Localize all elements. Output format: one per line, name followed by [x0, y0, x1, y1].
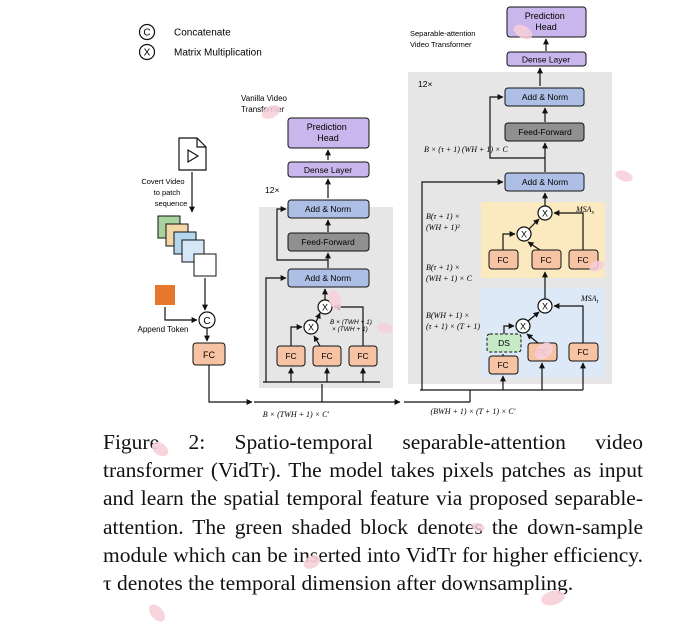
- concat-legend-symbol: C: [143, 28, 150, 39]
- msa-s-label: MSAs: [575, 205, 595, 216]
- vanilla-fc-label-2: FC: [321, 351, 332, 361]
- msa-t-matmul-left-icon: [515, 318, 531, 334]
- separable-pred-head-line: Head: [535, 22, 557, 32]
- append-token-label: Append Token: [137, 325, 188, 334]
- video-label-line: to patch: [154, 188, 181, 197]
- msa-t-name: MSA: [580, 294, 597, 303]
- vanilla-addnorm-top-box: [287, 199, 370, 219]
- vanilla-matmul-left-symbol: X: [308, 323, 314, 333]
- legend: C Concatenate X Matrix Multiplication: [138, 23, 262, 61]
- separable-addnorm-mid-label: Add & Norm: [522, 177, 568, 187]
- separable-ff-label: Feed-Forward: [518, 127, 572, 137]
- architecture-diagram: C Concatenate X Matrix Multiplication Co…: [137, 6, 612, 419]
- vanilla-attn-dim-line: B × (TWH + 1): [330, 319, 372, 326]
- msa-s-out-dim-line: B(τ + 1) ×: [426, 263, 460, 272]
- vanilla-pred-head-line: Head: [317, 133, 339, 143]
- msa-s-fc-label-3: FC: [577, 255, 588, 265]
- vanilla-addnorm-top-label: Add & Norm: [305, 204, 351, 214]
- msa-t-matmul-top-symbol: X: [542, 302, 548, 312]
- msa-t-fc-label-2: FC: [536, 347, 547, 357]
- separable-ff-dim: B × (τ + 1) (WH + 1) × C: [424, 145, 508, 154]
- matmul-legend-icon: [138, 43, 156, 61]
- vanilla-title-line: Transformer: [241, 105, 285, 114]
- vanilla-attn-dim-line: × (TWH + 1): [332, 326, 368, 333]
- msa-t-attn-dim: B(WH + 1) × (τ + 1) × (T + 1): [426, 311, 480, 331]
- msa-s-name: MSA: [575, 205, 592, 214]
- vanilla-pred-head-box: [287, 117, 370, 149]
- separable-repeat: 12×: [418, 79, 432, 89]
- msa-s-subscript: s: [592, 210, 595, 216]
- vanilla-repeat: 12×: [265, 185, 279, 195]
- figure-caption: Figure 2: Spatio-temporal separable-atte…: [103, 430, 643, 596]
- separable-dense-box: [506, 51, 587, 67]
- msa-s-attn-dim: B(τ + 1) × (WH + 1)²: [426, 212, 462, 232]
- separable-ff-box: [504, 122, 585, 142]
- separable-input-dim: (BWH + 1) × (T + 1) × C′: [431, 407, 516, 416]
- vanilla-pred-head-line: Prediction: [307, 122, 347, 132]
- input-pipeline: Covert Video to patch sequence Append To…: [137, 137, 253, 405]
- petal-icon: [149, 604, 165, 622]
- vanilla-matmul-left-icon: [303, 319, 319, 335]
- msa-t-fc-label-3: FC: [577, 347, 588, 357]
- msa-s-attn-dim-line: (WH + 1)²: [426, 223, 460, 232]
- msa-s-out-dim-line: (WH + 1) × C: [426, 274, 473, 283]
- msa-t-matmul-top-icon: [537, 298, 553, 314]
- concat-legend-icon: [138, 23, 156, 41]
- msa-s-matmul-left-icon: [516, 226, 532, 242]
- msa-s-fc-label-1: FC: [497, 255, 508, 265]
- matmul-legend-label: Matrix Multiplication: [174, 48, 262, 59]
- vanilla-ff-label: Feed-Forward: [301, 237, 355, 247]
- vanilla-dense-box: [287, 161, 370, 178]
- patch-sequence: [157, 215, 217, 277]
- msa-s-fc-box-2: [531, 249, 562, 270]
- vanilla-title-line: Vanilla Video: [241, 94, 288, 103]
- separable-addnorm-mid-box: [504, 172, 585, 192]
- separable-title: Separable-attention Video Transformer: [410, 29, 478, 49]
- vanilla-title: Vanilla Video Transformer: [241, 94, 289, 114]
- video-label: Covert Video to patch sequence: [141, 177, 187, 208]
- separable-title-line: Video Transformer: [410, 40, 472, 49]
- vanilla-attn-dim: B × (TWH + 1) × (TWH + 1): [330, 319, 374, 333]
- vanilla-input-dim: B × (TWH + 1) × C′: [263, 410, 330, 419]
- separable-title-line: Separable-attention: [410, 29, 475, 38]
- msa-s-attn-dim-line: B(τ + 1) ×: [426, 212, 460, 221]
- separable-dense-label: Dense Layer: [522, 55, 570, 65]
- separable-pred-head-line: Prediction: [525, 11, 565, 21]
- ds-box: [486, 333, 522, 353]
- vanilla-dense-label: Dense Layer: [304, 165, 352, 175]
- vanilla-addnorm-bottom-label: Add & Norm: [305, 273, 351, 283]
- input-fc-label: FC: [203, 350, 215, 360]
- vanilla-pred-head-label: Prediction Head: [307, 122, 350, 143]
- msa-t-subscript: t: [597, 299, 599, 305]
- msa-s-fc-label-2: FC: [540, 255, 551, 265]
- msa-t-label: MSAt: [580, 294, 599, 305]
- concat-legend-label: Concatenate: [174, 28, 231, 39]
- concat-symbol: C: [203, 316, 210, 327]
- separable-addnorm-top-label: Add & Norm: [522, 92, 568, 102]
- vanilla-ff-box: [287, 232, 370, 252]
- ds-label: DS: [498, 338, 510, 348]
- vanilla-fc-box-2: [312, 345, 342, 367]
- vanilla-addnorm-bottom-box: [287, 268, 370, 288]
- matmul-legend-symbol: X: [144, 48, 151, 59]
- video-file-icon: [178, 137, 207, 171]
- msa-s-matmul-top-icon: [537, 205, 553, 221]
- msa-t-attn-dim-line: (τ + 1) × (T + 1): [426, 322, 480, 331]
- vanilla-fc-label-3: FC: [357, 351, 368, 361]
- msa-t-matmul-left-symbol: X: [520, 322, 526, 332]
- video-label-line: sequence: [155, 199, 188, 208]
- separable-pred-head-label: Prediction Head: [525, 11, 568, 32]
- msa-t-attn-dim-line: B(WH + 1) ×: [426, 311, 469, 320]
- msa-s-matmul-left-symbol: X: [521, 230, 527, 240]
- video-label-line: Covert Video: [141, 177, 184, 186]
- msa-t-fc-label-1: FC: [497, 360, 508, 370]
- separable-transformer: Separable-attention Video Transformer Pr…: [404, 6, 612, 416]
- append-token: [155, 285, 175, 305]
- vanilla-fc-label-1: FC: [285, 351, 296, 361]
- msa-s-out-dim: B(τ + 1) × (WH + 1) × C: [426, 263, 473, 283]
- vanilla-transformer: Vanilla Video Transformer Prediction Hea…: [241, 94, 401, 419]
- separable-addnorm-top-box: [504, 87, 585, 107]
- msa-s-matmul-top-symbol: X: [542, 209, 548, 219]
- vanilla-matmul-top-symbol: X: [322, 303, 328, 313]
